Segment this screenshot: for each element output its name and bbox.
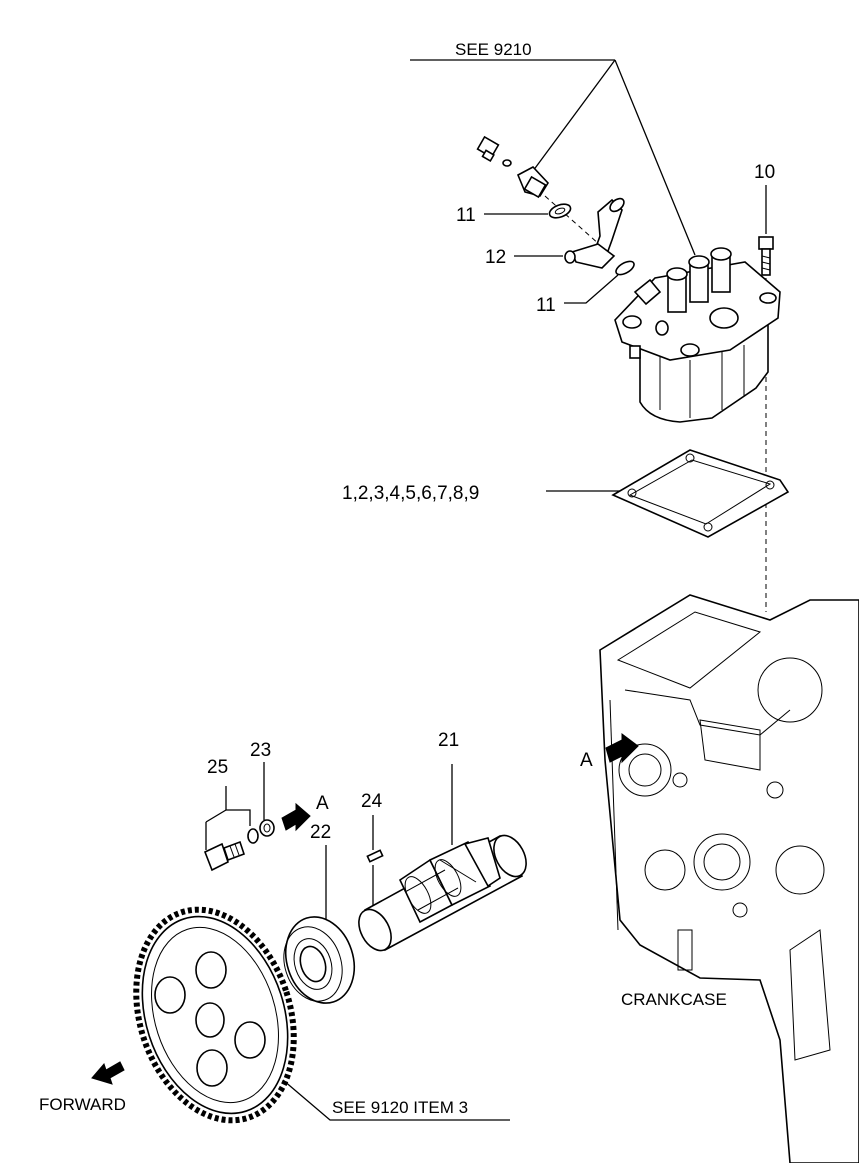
gear-bolt (203, 840, 246, 872)
label-view-a-left: A (316, 793, 329, 814)
see-9120-label: SEE 9120 ITEM 3 (332, 1098, 468, 1117)
injection-pump (614, 247, 781, 423)
camshaft (358, 834, 527, 952)
view-a-arrow-right (605, 733, 639, 764)
forward-label: FORWARD (39, 1095, 126, 1114)
crankcase (599, 594, 859, 1164)
woodruff-key (366, 849, 384, 863)
label-item-10: 10 (754, 162, 775, 183)
banjo-bolt (476, 135, 550, 199)
ball-bearing (283, 916, 356, 1004)
label-item-11-bottom: 11 (536, 295, 556, 316)
camshaft-gear (133, 906, 297, 1124)
pump-mount-bolt (758, 236, 774, 276)
copper-washer-top (548, 203, 572, 219)
label-item-25: 25 (207, 757, 228, 778)
pump-gasket (611, 449, 790, 538)
forward-arrow-icon (91, 1061, 125, 1085)
lock-washer (247, 828, 259, 844)
leader-item-11-bottom (564, 274, 619, 304)
leader-item-25 (225, 786, 251, 826)
copper-washer-bottom (615, 260, 635, 276)
label-item-23: 23 (250, 740, 271, 761)
label-item-11-top: 11 (456, 205, 476, 226)
label-item-21: 21 (438, 730, 459, 751)
leader-9210-pump (614, 59, 696, 256)
see-9210-label: SEE 9210 (455, 40, 532, 59)
plain-washer (259, 819, 275, 837)
label-view-a-right: A (580, 750, 593, 771)
view-a-arrow-left (281, 802, 311, 832)
label-item-22: 22 (310, 822, 331, 843)
leader-see-9120 (282, 1079, 510, 1121)
label-item-24: 24 (361, 791, 383, 812)
leader-9210-bolt (529, 59, 616, 176)
banjo-fitting (564, 197, 625, 269)
assembly-centerline-bolt (544, 195, 601, 246)
label-gasket-items: 1,2,3,4,5,6,7,8,9 (342, 483, 479, 504)
label-item-12: 12 (485, 247, 506, 268)
crankcase-label: CRANKCASE (621, 990, 727, 1009)
